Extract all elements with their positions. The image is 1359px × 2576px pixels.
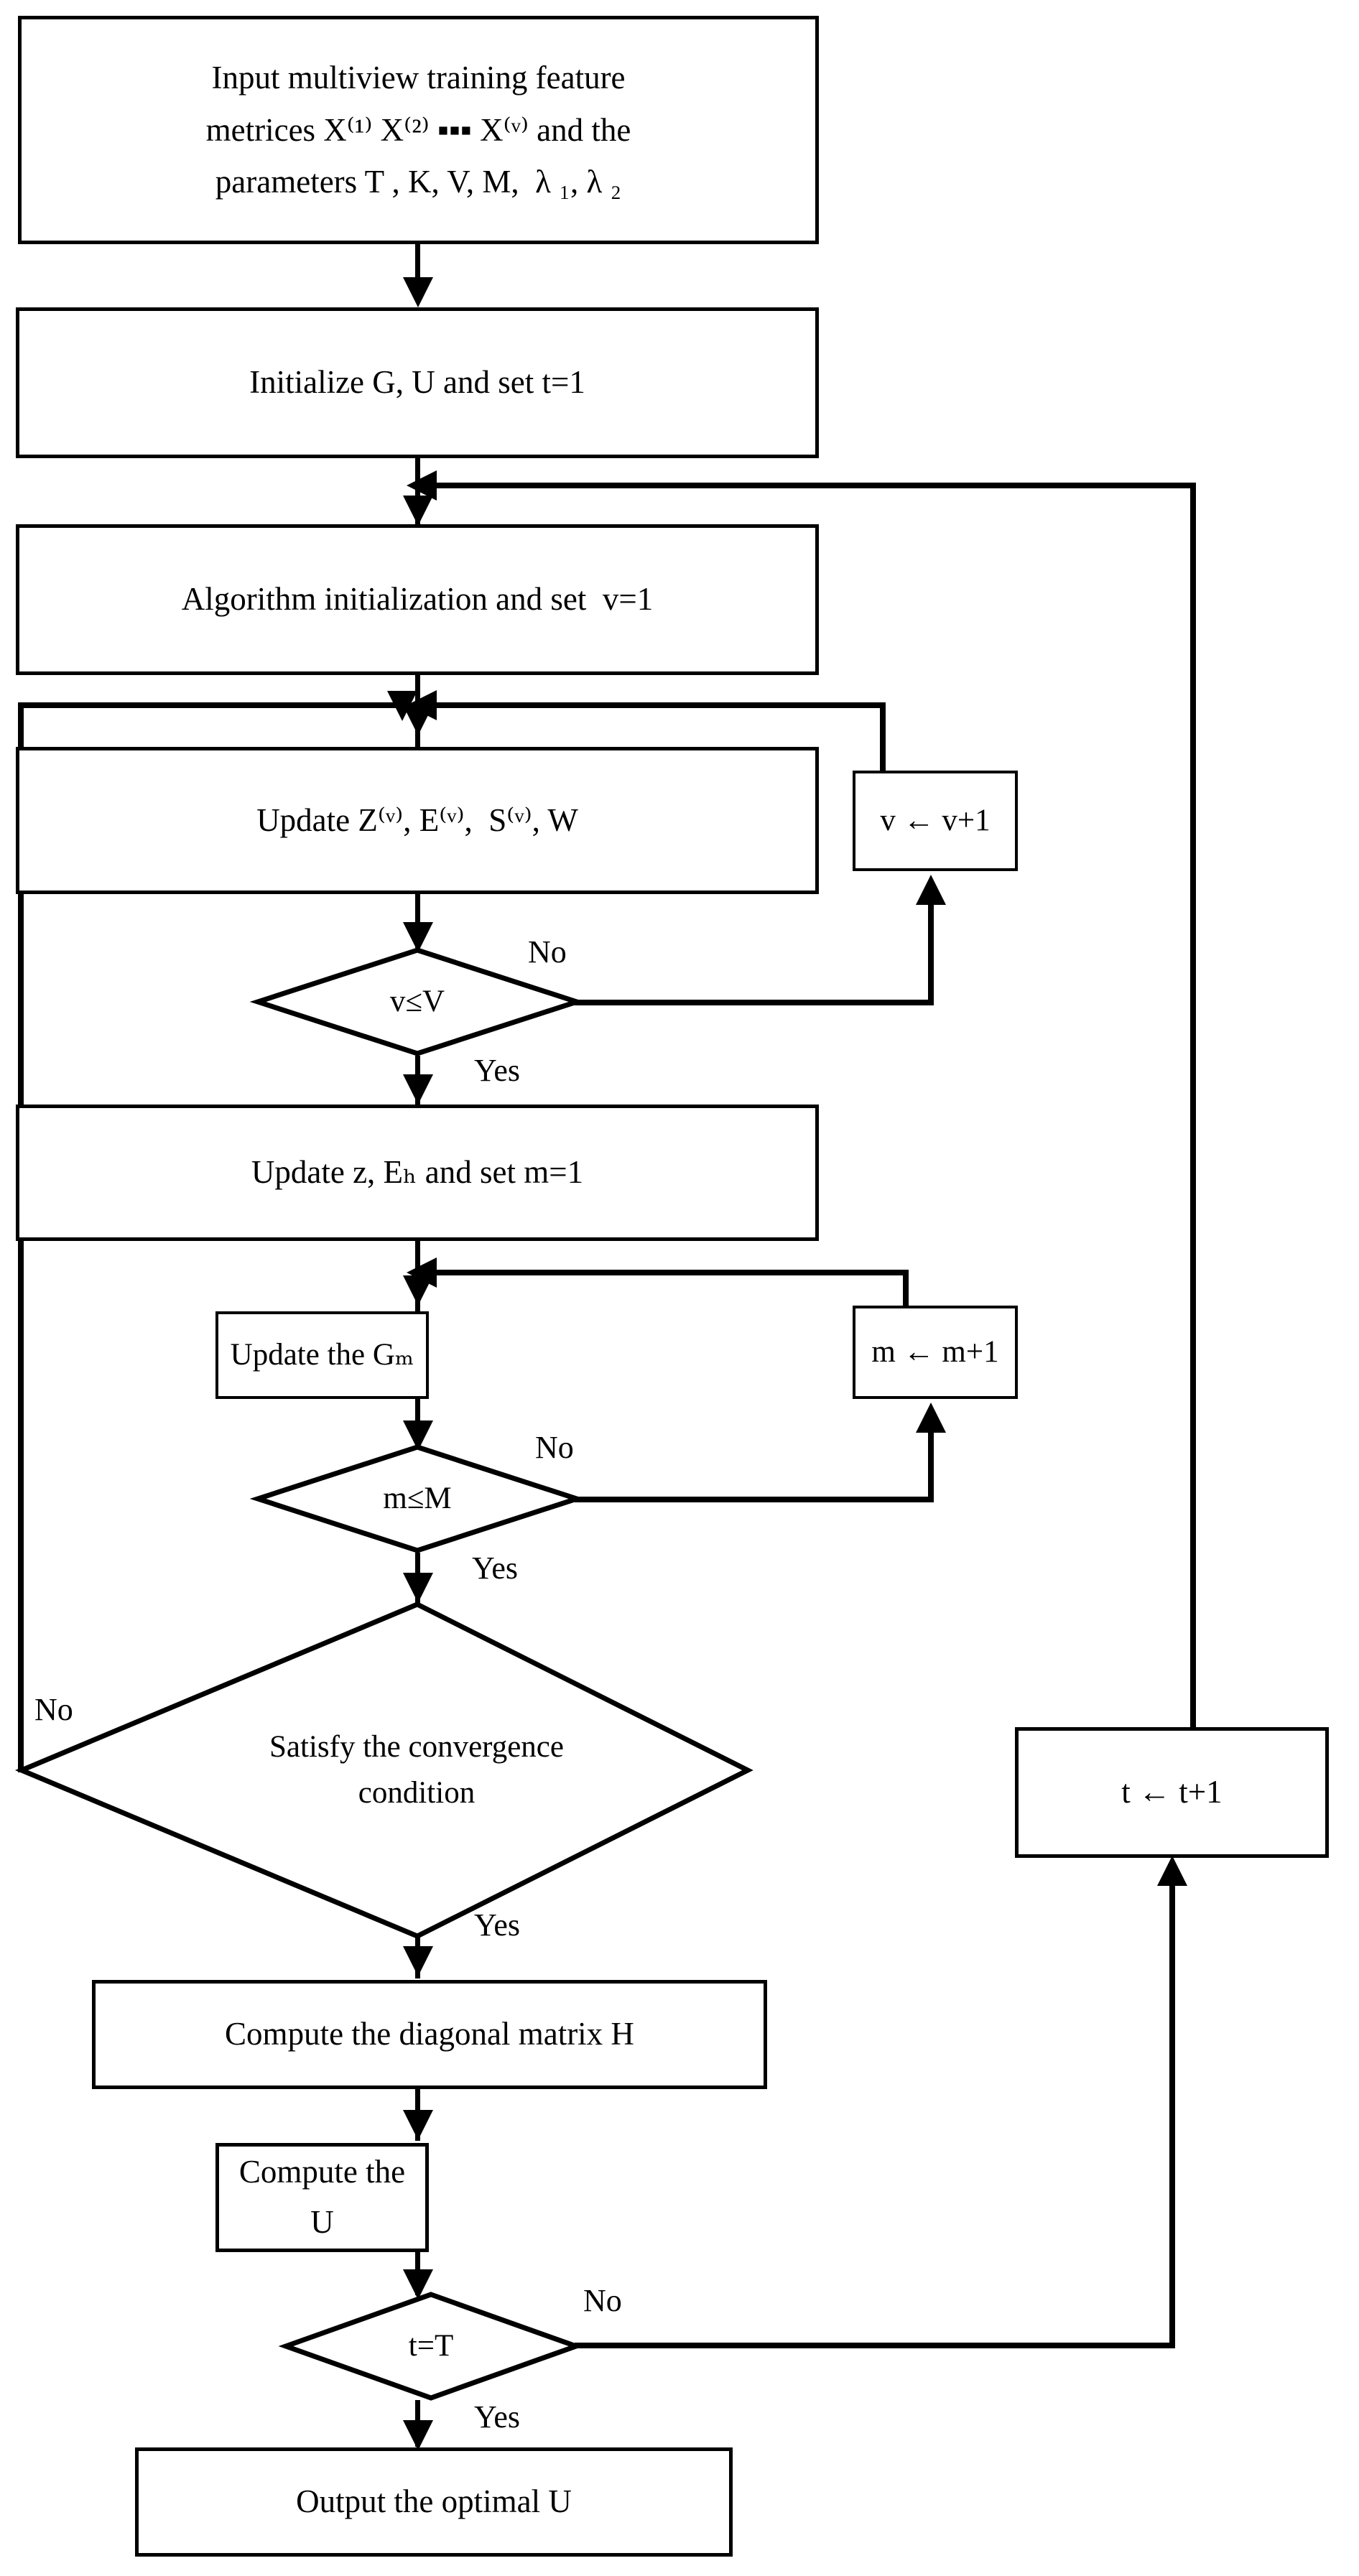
node-update-zesw[interactable]: Update Z⁽ᵛ⁾, E⁽ᵛ⁾, S⁽ᵛ⁾, W — [16, 747, 819, 894]
edge-label-t-yes: Yes — [474, 2399, 521, 2435]
arrowhead-convergence-no-merge — [387, 691, 417, 721]
decision-convergence-shape — [14, 1601, 753, 1939]
edge-decisionm-no-horizontal — [575, 1497, 934, 1502]
node-initialize-label: Initialize G, U and set t=1 — [249, 364, 585, 401]
arrowhead-decisionv-no — [916, 875, 946, 905]
decision-v-shape — [249, 947, 585, 1056]
edge-decisionm-no-vertical — [928, 1433, 934, 1501]
edge-mloop-return-horizontal — [428, 1270, 908, 1275]
arrowhead-initialize-to-algoinit — [403, 496, 433, 526]
arrowhead-decisionm-no — [916, 1403, 946, 1433]
edge-label-convergence-no: No — [34, 1692, 73, 1727]
edge-updatez-to-decisionv — [415, 894, 420, 948]
arrowhead-decisiont-yes — [403, 2420, 433, 2450]
arrowhead-updatez-to-decisionv — [403, 922, 433, 952]
decision-m-shape — [249, 1444, 585, 1553]
edge-label-v-no: No — [528, 934, 567, 970]
node-decision-convergence[interactable]: Satisfy the convergence condition — [14, 1601, 753, 1939]
node-algorithm-init[interactable]: Algorithm initialization and set v=1 — [16, 524, 819, 675]
node-decision-m[interactable]: m≤M — [249, 1444, 585, 1553]
node-input[interactable]: Input multiview training feature metrice… — [18, 16, 819, 244]
node-update-z-eh-label: Update z, E​ₕ and set m=1 — [251, 1154, 584, 1191]
node-initialize[interactable]: Initialize G, U and set t=1 — [16, 307, 819, 458]
edge-tloop-return-vertical — [1190, 483, 1196, 1732]
edge-vloop-return-horizontal — [428, 702, 885, 708]
edge-vloop-return-vertical — [880, 702, 886, 771]
edge-label-convergence-yes: Yes — [474, 1907, 521, 1943]
edge-decisiont-no-horizontal — [575, 2343, 1175, 2348]
node-compute-u-label: Compute the U — [238, 2154, 414, 2240]
arrowhead-convergence-yes — [403, 1946, 433, 1976]
edge-mloop-return-vertical — [903, 1270, 909, 1306]
node-update-zesw-label: Update Z⁽ᵛ⁾, E⁽ᵛ⁾, S⁽ᵛ⁾, W — [256, 801, 578, 838]
node-compute-h[interactable]: Compute the diagonal matrix H — [92, 1980, 767, 2089]
edge-label-m-yes: Yes — [472, 1550, 519, 1586]
edge-decisionv-no-horizontal — [575, 1000, 934, 1005]
edge-label-m-no: No — [535, 1430, 574, 1465]
edge-t-no-vertical — [1169, 1886, 1175, 2345]
node-output-label: Output the optimal U — [296, 2483, 572, 2520]
edge-input-to-initialize — [415, 244, 420, 280]
node-v-increment[interactable]: v ← v+1 — [853, 771, 1018, 871]
edge-convergence-no-horizontal-top — [18, 702, 409, 708]
arrowhead-mloop-return — [407, 1257, 437, 1288]
node-update-z-eh[interactable]: Update z, E​ₕ and set m=1 — [16, 1105, 819, 1241]
node-v-increment-label: v ← v+1 — [880, 803, 991, 837]
arrowhead-decisionv-yes — [403, 1074, 433, 1105]
arrowhead-computeh-to-computeu — [403, 2110, 433, 2140]
edge-label-v-yes: Yes — [474, 1053, 521, 1088]
node-algorithm-init-label: Algorithm initialization and set v=1 — [181, 581, 654, 618]
node-compute-h-label: Compute the diagonal matrix H — [225, 2016, 634, 2052]
node-compute-u[interactable]: Compute the U — [215, 2143, 429, 2252]
arrowhead-decisionm-yes — [403, 1573, 433, 1603]
edge-label-t-no: No — [583, 2283, 622, 2318]
node-update-gm[interactable]: Update the G​ₘ — [215, 1311, 429, 1399]
node-input-label: Input multiview training feature metrice… — [205, 59, 631, 200]
node-output[interactable]: Output the optimal U — [135, 2447, 733, 2557]
node-update-gm-label: Update the G​ₘ — [230, 1337, 414, 1372]
decision-t-shape — [278, 2292, 584, 2401]
edge-decisionv-no-vertical — [928, 905, 934, 1004]
node-t-increment-label: t ← t+1 — [1121, 1774, 1223, 1810]
node-t-increment[interactable]: t ← t+1 — [1015, 1727, 1329, 1858]
arrowhead-input-to-initialize — [403, 277, 433, 307]
node-m-increment-label: m ← m+1 — [871, 1334, 999, 1369]
arrowhead-tloop-return — [407, 470, 437, 501]
node-decision-t[interactable]: t=T — [278, 2292, 584, 2401]
edge-tloop-return-horizontal — [428, 483, 1195, 488]
arrowhead-t-increment-in — [1157, 1856, 1187, 1886]
node-m-increment[interactable]: m ← m+1 — [853, 1306, 1018, 1399]
